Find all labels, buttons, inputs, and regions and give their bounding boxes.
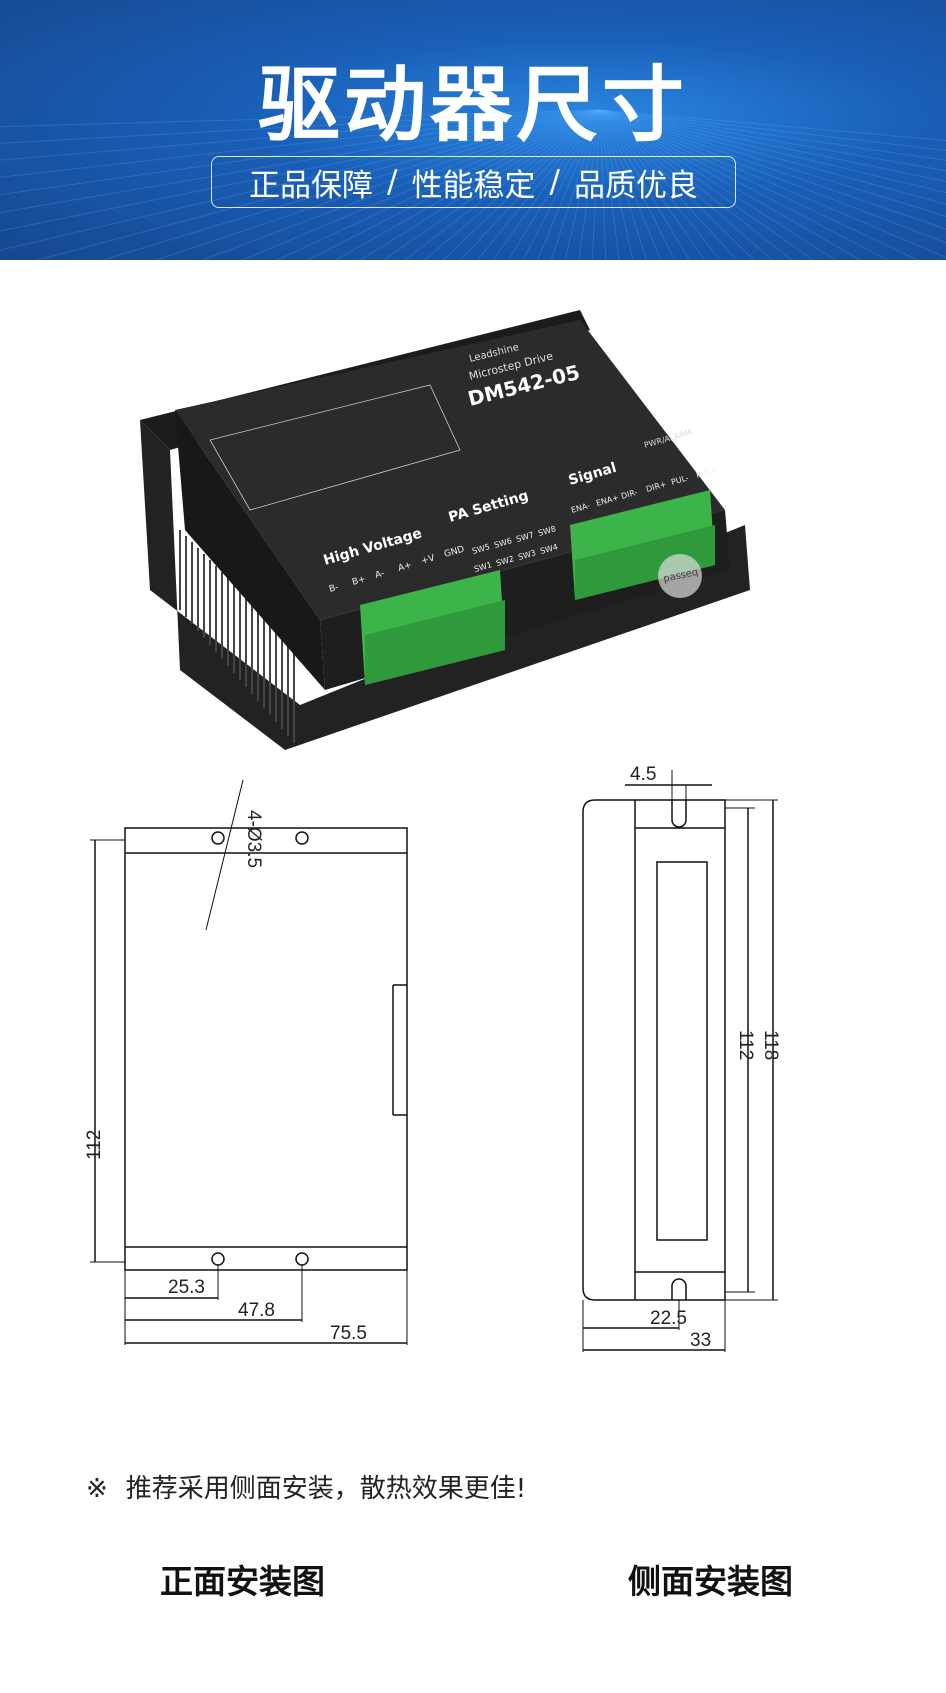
power-pin-label: A+ — [397, 560, 413, 573]
ray-line — [599, 109, 946, 194]
power-pin-label: +V — [420, 553, 437, 567]
hole2-dim-label: 47.8 — [238, 1300, 275, 1321]
ray-line — [591, 109, 601, 260]
signal-pin-label: PUL+ — [695, 465, 718, 480]
slogan-1: 正品保障 — [249, 167, 374, 204]
separator: / — [387, 164, 398, 200]
ray-line — [599, 109, 946, 172]
ray-line — [442, 109, 601, 260]
ray-line — [599, 109, 946, 230]
ray-line — [155, 109, 601, 260]
ray-line — [599, 109, 755, 260]
side-depth-label: 33 — [690, 1330, 711, 1351]
ray-line — [0, 109, 601, 232]
product-photo: passeq Leadshine Microstep Drive DM542-0… — [140, 310, 750, 750]
hole-label: 4-Ø3.5 — [243, 810, 264, 868]
decorative-rays — [0, 109, 946, 260]
ray-line — [382, 109, 601, 260]
ray-line — [599, 109, 862, 260]
ray-line — [599, 109, 946, 259]
ray-line — [599, 109, 889, 260]
ray-line — [599, 109, 721, 260]
ray-line — [599, 109, 607, 260]
ray-line — [459, 109, 601, 260]
slogan-3: 品质优良 — [573, 167, 698, 204]
signal-pin-label: DIR- — [620, 488, 639, 501]
ray-line — [492, 109, 601, 260]
ray-line — [359, 109, 601, 260]
slogan-box: 正品保障 / 性能稳定 / 品质优良 — [211, 156, 736, 208]
front-view-caption: 正面安装图 — [160, 1562, 325, 1601]
ray-line — [599, 109, 793, 260]
slogan-2: 性能稳定 — [411, 167, 536, 204]
ray-line — [599, 109, 620, 260]
page-title: 驱动器尺寸 — [257, 58, 688, 153]
ray-line — [599, 109, 690, 260]
ray-line — [0, 109, 601, 196]
ray-line — [476, 109, 601, 260]
dimension-drawing: 4-Ø3.5 112 25.3 47.8 75.5 4.5 112 118 22… — [84, 764, 781, 1352]
side-outer-height-label: 118 — [760, 1030, 781, 1060]
ray-line — [0, 109, 601, 178]
ray-line — [275, 109, 601, 260]
note-text: 推荐采用侧面安装，散热效果更佳! — [125, 1474, 527, 1504]
ray-line — [578, 109, 601, 260]
power-pin-label: B+ — [351, 574, 367, 587]
ray-line — [0, 109, 601, 128]
header-banner: 驱动器尺寸 正品保障 / 性能稳定 / 品质优良 — [0, 0, 946, 260]
ray-line — [599, 109, 706, 260]
ray-line — [423, 109, 601, 260]
ray-line — [599, 109, 946, 182]
separator: / — [549, 164, 560, 200]
hole1-dim-label: 25.3 — [168, 1277, 205, 1298]
install-note: ※ 推荐采用侧面安装，散热效果更佳! — [86, 1468, 526, 1505]
ray-line — [35, 109, 601, 260]
ray-line — [599, 109, 661, 260]
ray-line — [0, 109, 601, 161]
ray-line — [599, 109, 814, 260]
front-height-label: 112 — [84, 1130, 105, 1160]
slot-width-label: 4.5 — [630, 764, 656, 785]
ray-line — [599, 109, 946, 244]
power-terminal-block — [360, 570, 505, 685]
ray-line — [564, 109, 601, 260]
ray-line — [599, 109, 946, 141]
ray-line — [599, 109, 919, 260]
note-mark: ※ — [86, 1474, 108, 1504]
ray-line — [306, 109, 601, 260]
power-pin-label: B- — [328, 583, 340, 595]
front-view — [90, 779, 408, 1345]
ray-line — [522, 109, 601, 260]
ray-line — [599, 109, 738, 260]
ray-line — [599, 109, 647, 260]
side-view — [582, 770, 778, 1352]
ray-line — [0, 109, 601, 251]
ray-line — [550, 109, 601, 260]
slot-offset-label: 22.5 — [650, 1308, 687, 1329]
ray-line — [599, 109, 676, 260]
ray-line — [507, 109, 601, 260]
ray-line — [334, 109, 601, 260]
power-pin-label: A- — [374, 569, 386, 581]
ray-line — [599, 109, 946, 151]
ray-line — [599, 109, 946, 161]
ray-line — [599, 109, 774, 260]
side-view-caption: 侧面安装图 — [628, 1562, 793, 1601]
ray-line — [241, 109, 601, 260]
ray-line — [599, 109, 634, 260]
ray-line — [404, 109, 601, 260]
ray-line — [100, 109, 601, 260]
ray-line — [0, 109, 601, 214]
ray-line — [599, 109, 946, 217]
front-width-label: 75.5 — [330, 1323, 367, 1344]
side-inner-height-label: 112 — [735, 1030, 756, 1060]
ray-line — [599, 109, 837, 260]
ray-line — [599, 109, 946, 205]
ray-line — [536, 109, 601, 260]
ray-line — [0, 109, 601, 144]
